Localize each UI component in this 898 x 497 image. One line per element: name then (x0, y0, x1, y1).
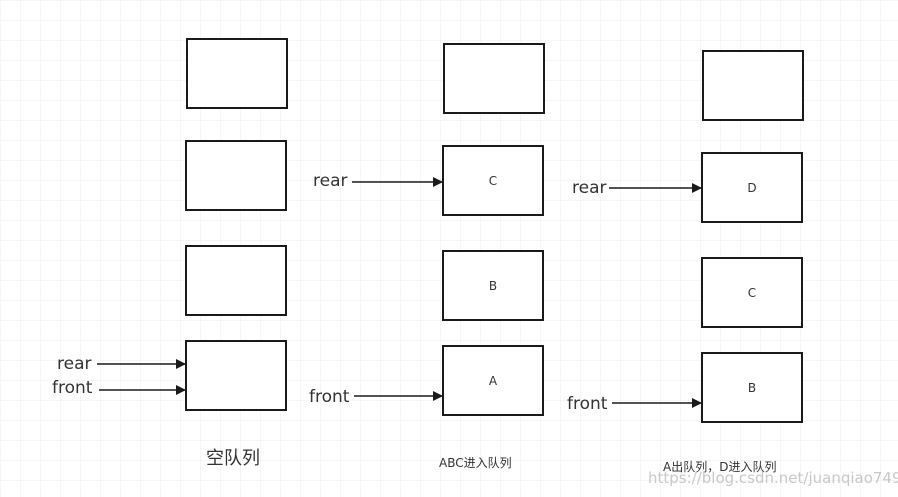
front-pointer-label-abc: front (309, 387, 350, 407)
queue-cell-empty-top (443, 43, 545, 114)
queue-cell-a: A (442, 345, 544, 416)
queue-cell-empty-2 (185, 140, 287, 211)
watermark-text: https://blog.csdn.net/juanqiao7497 (648, 469, 898, 487)
queue-cell-empty-top-2 (702, 50, 804, 121)
queue-cell-b-2: B (701, 352, 803, 423)
queue-cell-empty-1 (186, 38, 288, 109)
queue-cell-b: B (442, 250, 544, 321)
queue-cell-c-2: C (701, 257, 803, 328)
queue-cell-empty-4 (185, 340, 287, 411)
caption-a-out-d-in: A出队列，D进入队列 (663, 460, 777, 474)
caption-abc-enqueued: ABC进入队列 (439, 456, 512, 470)
rear-pointer-label-d: rear (572, 178, 607, 198)
queue-cell-c: C (442, 145, 544, 216)
rear-pointer-label-empty: rear (57, 354, 92, 374)
front-pointer-label-empty: front (52, 378, 93, 398)
rear-pointer-label-abc: rear (313, 171, 348, 191)
front-pointer-label-d: front (567, 394, 608, 414)
caption-empty-queue: 空队列 (206, 448, 260, 469)
queue-cell-empty-3 (185, 245, 287, 316)
queue-cell-d: D (701, 152, 803, 223)
